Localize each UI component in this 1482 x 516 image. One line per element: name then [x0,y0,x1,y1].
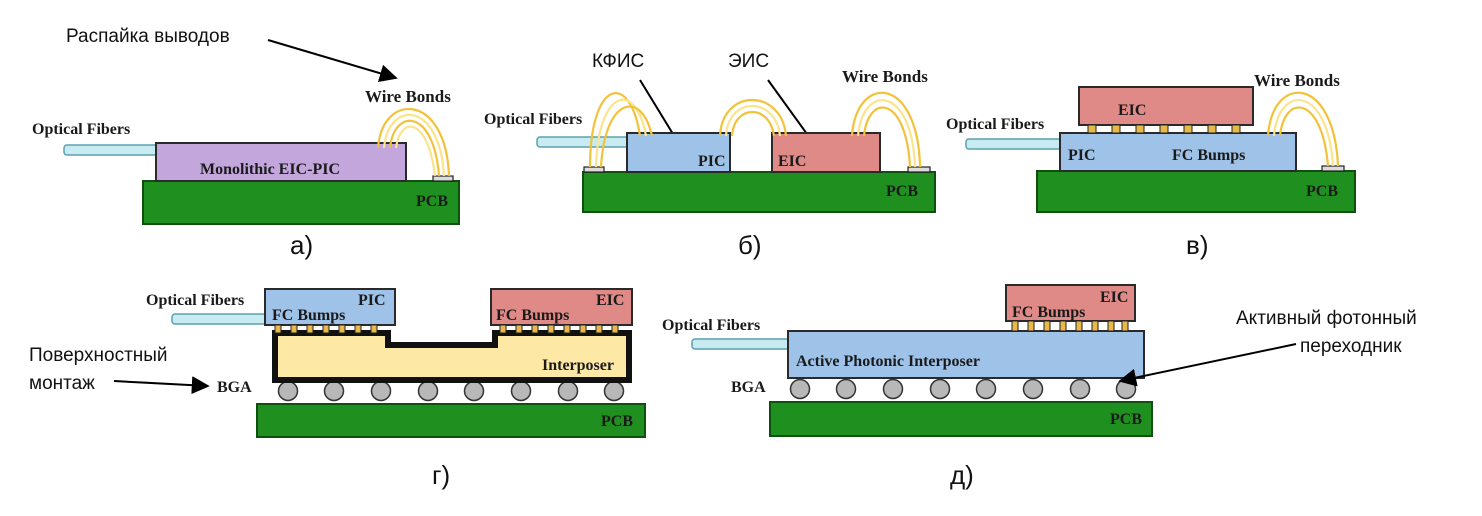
monolithic-label: Monolithic EIC-PIC [200,161,340,178]
fc-bumps [1011,320,1129,332]
eis-annotation: ЭИС [728,51,769,72]
panel-b: КФИС ЭИС Wire Bonds Optical Fibers PIC E… [484,51,936,260]
bga-balls [789,378,1137,400]
wire-bonds-label: Wire Bonds [842,67,928,86]
caption-c: в) [1186,230,1208,260]
pcb-board [769,401,1153,437]
optical-fibers-label: Optical Fibers [662,317,760,334]
wire-bonds [376,107,451,177]
caption-d: г) [432,460,450,490]
pic-chip [264,288,396,326]
optical-fiber [691,338,791,350]
caption-e: д) [950,460,974,490]
pcb-label: PCB [416,193,448,210]
wire-bonds [588,91,922,168]
bond-pad [907,166,931,173]
fc-bumps-label: FC Bumps [496,307,569,324]
pcb-label: PCB [601,413,633,430]
bond-pad [1321,165,1345,172]
fc-bumps [1087,124,1241,134]
caption-a: а) [290,230,313,260]
interposer [272,330,632,383]
surface-mount-arrow [113,376,210,395]
eic-chip [1078,86,1254,126]
bond-pad [432,175,454,182]
eic-chip [771,132,881,173]
active-interposer-annotation-line1: Активный фотонный [1236,308,1417,329]
pic-label: PIC [698,153,726,170]
pic-chip [1059,132,1297,172]
optical-fibers-label: Optical Fibers [484,111,582,128]
eic-label: EIC [778,153,806,170]
panel-e: Optical Fibers EIC FC Bumps Activ [662,284,1417,490]
fc-bumps [274,324,619,334]
pcb-board [256,403,646,438]
panel-a: Распайка выводов Wire Bonds Optical Fibe… [32,26,460,260]
optical-fiber [965,138,1063,150]
bond-pad [583,166,605,173]
pcb-board [142,180,460,225]
active-photonic-interposer-label: Active Photonic Interposer [796,353,980,370]
wire-bonds-ru-annotation: Распайка выводов [66,26,230,47]
pic-chip [626,132,731,173]
bga-balls [277,380,625,402]
surface-mount-annotation-line2: монтаж [29,373,95,394]
active-interposer-annotation-line2: переходник [1300,336,1402,357]
annotation-arrow [267,39,398,83]
optical-fiber [63,144,159,156]
panel-d: Optical Fibers Поверхностный монтаж [29,288,646,490]
fc-bumps-label: FC Bumps [272,307,345,324]
pic-label: PIC [1068,147,1096,164]
pcb-label: PCB [1110,411,1142,428]
fc-bumps-label: FC Bumps [1172,147,1245,164]
pcb-label: PCB [1306,183,1338,200]
optical-fibers-label: Optical Fibers [146,292,244,309]
eic-chip [490,288,633,326]
eic-label: EIC [1118,102,1146,119]
pcb-label: PCB [886,183,918,200]
optical-fiber [536,136,630,148]
surface-mount-annotation-line1: Поверхностный [29,345,168,366]
fc-bumps-label: FC Bumps [1012,304,1085,321]
eic-label: EIC [596,292,624,309]
kfis-annotation: КФИС [592,51,644,72]
wire-bonds-label: Wire Bonds [365,87,451,106]
eic-label: EIC [1100,289,1128,306]
interposer-label: Interposer [542,357,614,374]
bga-label: BGA [217,379,252,396]
active-photonic-interposer [787,330,1145,379]
pcb-board [582,171,936,213]
optical-fibers-label: Optical Fibers [32,121,130,138]
wire-bonds [1266,91,1340,167]
wire-bonds-label: Wire Bonds [1254,71,1340,90]
bga-label: BGA [731,379,766,396]
eic-chip [1005,284,1136,322]
panel-c: Wire Bonds Optical Fibers EIC PIC FC Bum… [946,71,1356,260]
monolithic-chip [155,142,407,182]
pic-label: PIC [358,292,386,309]
pcb-board [1036,170,1356,213]
active-interposer-arrow [1118,343,1297,387]
optical-fibers-label: Optical Fibers [946,116,1044,133]
optical-fiber [171,313,271,325]
caption-b: б) [738,230,762,260]
